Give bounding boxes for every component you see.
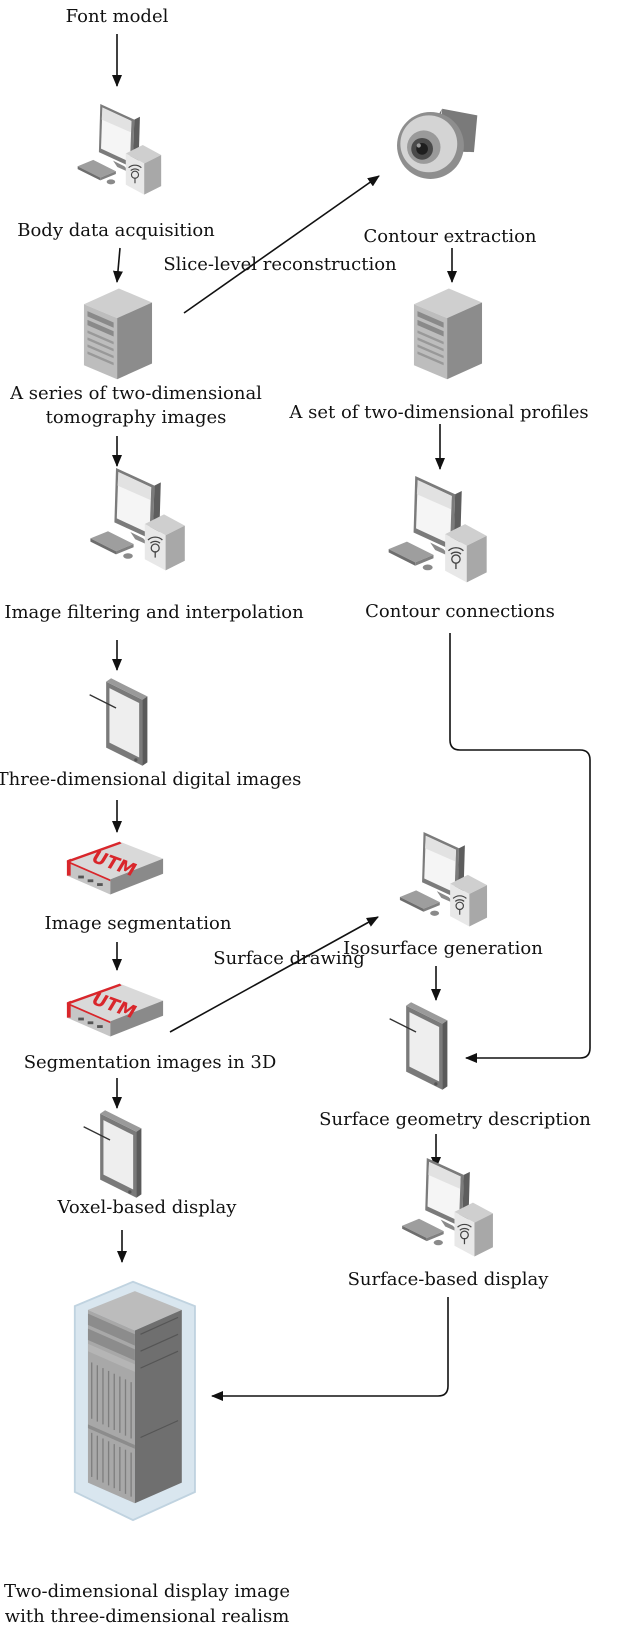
edge-label-slice-level: Slice-level reconstruction [163, 254, 397, 275]
node-body-data-acquisition: Body data acquisition [17, 220, 215, 241]
server-tower-icon [83, 288, 153, 380]
node-voxel-display: Voxel-based display [57, 1197, 238, 1218]
node-isosurface-generation: Isosurface generation [343, 938, 543, 959]
edge-labels: Slice-level reconstruction Surface drawi… [163, 254, 397, 969]
edge-surface-drawing [169, 916, 379, 1033]
workstation-icon [77, 104, 162, 196]
workstation-icon [89, 468, 186, 572]
node-segmentation-3d: Segmentation images in 3D [24, 1052, 277, 1073]
node-image-segmentation: Image segmentation [45, 913, 232, 934]
edge-connections-to-geometry [449, 633, 591, 1063]
right-column-labels: Contour extraction A set of two-dimensio… [288, 226, 591, 1290]
server-tower-icon [413, 288, 483, 380]
workstation-icon [387, 476, 488, 584]
dome-camera-icon [397, 108, 478, 179]
server-rack-icon [73, 1280, 196, 1522]
node-surface-geometry: Surface geometry description [319, 1109, 591, 1130]
node-contour-connections: Contour connections [365, 601, 555, 622]
node-series-tomography-1: A series of two-dimensional [9, 383, 262, 404]
workstation-icon [401, 1158, 494, 1258]
node-final-1: Two-dimensional display image [4, 1581, 290, 1602]
workstation-icon [399, 832, 488, 928]
edge-surface-to-final [211, 1297, 449, 1401]
edge-body-to-tower [112, 247, 123, 283]
node-series-tomography-2: tomography images [46, 407, 227, 428]
edge-label-surface-drawing: Surface drawing [213, 948, 365, 969]
edges [112, 34, 591, 1401]
node-contour-extraction: Contour extraction [363, 226, 536, 247]
tablet-icon [82, 1109, 143, 1199]
tablet-icon [88, 677, 149, 767]
node-final-2: with three-dimensional realism [5, 1606, 290, 1627]
edge-slice-level [183, 175, 380, 314]
node-font-model: Font model [66, 6, 169, 27]
node-3d-digital-images: Three-dimensional digital images [0, 769, 301, 790]
node-surface-display: Surface-based display [348, 1269, 550, 1290]
left-column-labels: Font model Body data acquisition A serie… [0, 6, 304, 1627]
tablet-icon [388, 1001, 449, 1091]
node-set-2d-profiles: A set of two-dimensional profiles [288, 402, 588, 423]
node-image-filtering: Image filtering and interpolation [4, 602, 304, 623]
